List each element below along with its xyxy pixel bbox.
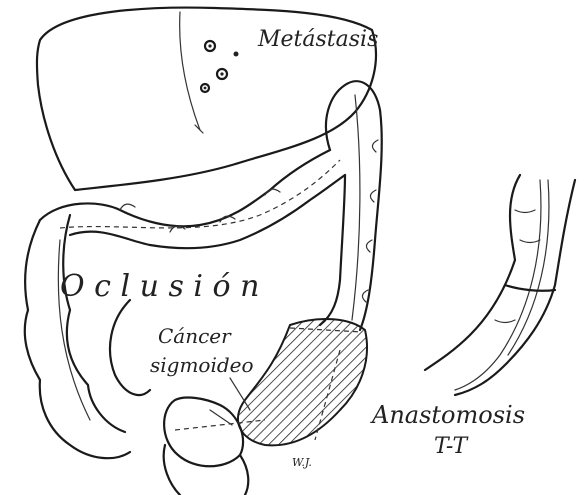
transverse-colon [40, 150, 345, 248]
metastasis-label: Metástasis [257, 27, 378, 52]
ascending-colon [25, 215, 130, 458]
anastomosis-segment [425, 175, 575, 395]
cancer-leader-line [230, 378, 250, 410]
oclusion-label: O c l u s i ó n [60, 269, 259, 304]
small-intestine-loop [110, 300, 150, 395]
anastomosis-label-line1: Anastomosis [370, 401, 525, 429]
metastasis-nodules [201, 41, 239, 92]
sigmoid-tumor [238, 319, 367, 445]
descending-colon [320, 81, 382, 330]
cancer-label-line1: Cáncer [158, 324, 232, 348]
cancer-label-line2: sigmoideo [150, 353, 254, 377]
anastomosis-label-line2: T-T [434, 434, 469, 459]
signature: W.J. [292, 456, 312, 469]
